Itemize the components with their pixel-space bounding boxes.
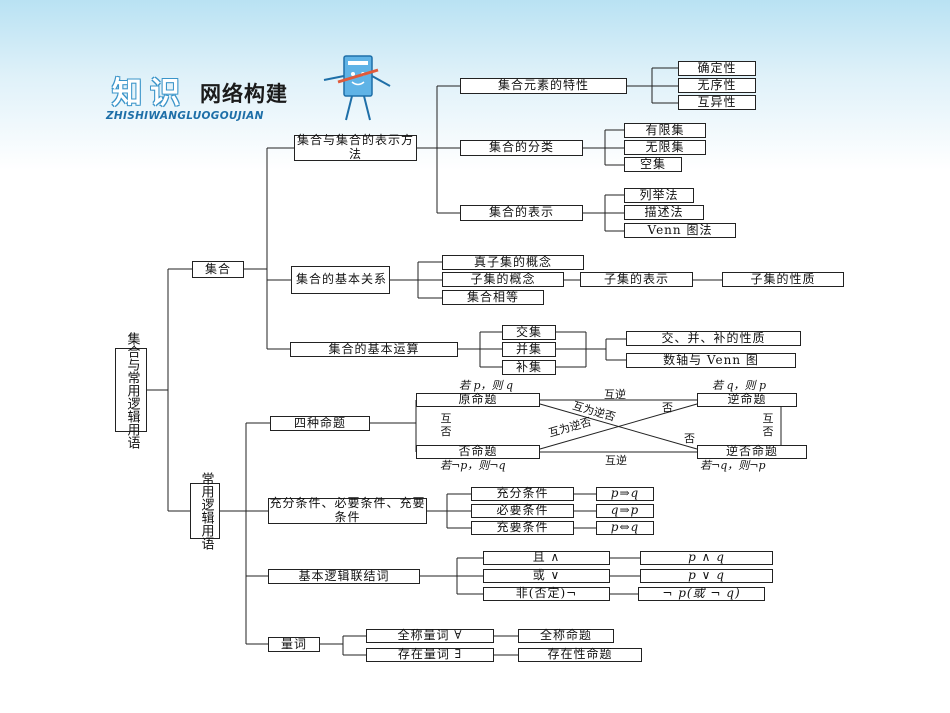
rel-bottom: 互逆 bbox=[605, 454, 627, 467]
inverse-prop-node: 否命题 bbox=[416, 444, 540, 459]
conn-symbol: p ∨ q bbox=[640, 568, 773, 583]
sets-node: 集合 bbox=[192, 261, 244, 278]
quant-item: 全称量词 ∀ bbox=[366, 628, 494, 643]
form-tl: 若 p，则 q bbox=[459, 379, 514, 392]
quant-item: 存在量词 ∃ bbox=[366, 647, 494, 662]
contrapositive-node: 逆否命题 bbox=[697, 444, 807, 459]
rel-diag-fou2: 否 bbox=[684, 432, 695, 445]
relation-node: 集合的基本关系 bbox=[291, 266, 390, 294]
ops-item: 补集 bbox=[502, 360, 556, 375]
cond-item: 充分条件 bbox=[471, 486, 574, 501]
conn-item: 且 ∧ bbox=[483, 550, 610, 565]
conn-symbol: ¬ p(或 ¬ q) bbox=[638, 586, 765, 601]
page-title: 网络构建 bbox=[200, 82, 288, 106]
cond-item: 必要条件 bbox=[471, 503, 574, 518]
subset-prop-node: 子集的性质 bbox=[722, 272, 844, 287]
form-bl: 若¬p，则¬q bbox=[440, 459, 506, 472]
logo-glyph-2: 识 bbox=[150, 76, 180, 111]
form-tr: 若 q，则 p bbox=[712, 379, 767, 392]
root-node: 集合与常用逻辑用语 bbox=[115, 332, 147, 449]
feature-item: 确定性 bbox=[678, 61, 756, 76]
cond-item: 充要条件 bbox=[471, 520, 574, 535]
represent-item: 列举法 bbox=[624, 188, 694, 203]
ops-item: 并集 bbox=[502, 342, 556, 357]
ops-venn-node: 数轴与 Venn 图 bbox=[626, 353, 796, 368]
feature-node: 集合元素的特性 bbox=[460, 78, 627, 94]
converse-prop-node: 逆命题 bbox=[697, 392, 797, 407]
ops-node: 集合的基本运算 bbox=[290, 342, 458, 357]
feature-item: 互异性 bbox=[678, 95, 756, 110]
four-props-node: 四种命题 bbox=[270, 416, 370, 431]
set-equal-node: 集合相等 bbox=[442, 290, 544, 305]
ops-item: 交集 bbox=[502, 325, 556, 340]
classify-item: 有限集 bbox=[624, 123, 706, 138]
logic-node: 常用逻辑用语 bbox=[190, 472, 220, 550]
subset-node: 子集的概念 bbox=[442, 272, 564, 287]
represent-node: 集合的表示 bbox=[460, 205, 583, 221]
subset-rep-node: 子集的表示 bbox=[580, 272, 693, 287]
cond-symbol: p⇒q bbox=[596, 486, 654, 501]
quant-prop: 存在性命题 bbox=[518, 647, 642, 662]
conn-node: 基本逻辑联结词 bbox=[268, 569, 420, 584]
rel-diag-fou1: 否 bbox=[662, 401, 673, 414]
cond-symbol: p⇔q bbox=[596, 520, 654, 535]
represent-item: 描述法 bbox=[624, 205, 704, 220]
conn-item: 或 ∨ bbox=[483, 568, 610, 583]
sets-rep-node: 集合与集合的表示方法 bbox=[294, 133, 417, 161]
page-subtitle: ZHISHIWANGLUOGOUJIAN bbox=[106, 110, 264, 122]
original-prop-node: 原命题 bbox=[416, 392, 540, 407]
logo-glyph-1: 知 bbox=[112, 76, 142, 111]
rel-right: 互否 bbox=[762, 412, 774, 439]
feature-item: 无序性 bbox=[678, 78, 756, 93]
rel-top: 互逆 bbox=[604, 388, 626, 401]
quant-prop: 全称命题 bbox=[518, 628, 614, 643]
mascot-book-icon bbox=[323, 55, 391, 121]
ops-props-node: 交、并、补的性质 bbox=[626, 331, 801, 346]
cond-node: 充分条件、必要条件、充要条件 bbox=[268, 496, 427, 524]
cond-symbol: q⇒p bbox=[596, 503, 654, 518]
rel-left: 互否 bbox=[440, 412, 452, 439]
represent-item: Venn 图法 bbox=[624, 223, 736, 238]
proper-subset-node: 真子集的概念 bbox=[442, 255, 584, 270]
conn-symbol: p ∧ q bbox=[640, 550, 773, 565]
conn-item: 非(否定)¬ bbox=[483, 586, 610, 601]
form-br: 若¬q，则¬p bbox=[700, 459, 766, 472]
classify-node: 集合的分类 bbox=[460, 140, 583, 156]
classify-item: 无限集 bbox=[624, 140, 706, 155]
quant-node: 量词 bbox=[268, 637, 320, 652]
classify-item: 空集 bbox=[624, 157, 682, 172]
